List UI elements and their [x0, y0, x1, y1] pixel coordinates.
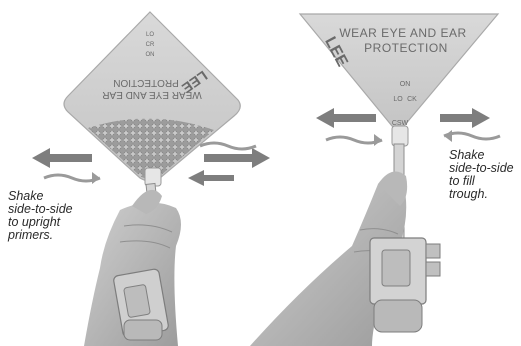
left-caption-line: primers. — [8, 229, 73, 242]
right-tray-label-line2: PROTECTION — [364, 41, 448, 55]
left-tray-small-2: CR — [146, 42, 155, 48]
left-tray-small-3: ON — [146, 52, 155, 58]
right-priming-tool — [370, 238, 440, 332]
right-tray-status-ck: CK — [407, 96, 417, 103]
right-caption-line: trough. — [449, 188, 514, 201]
left-tray-label-line2: PROTECTION — [113, 77, 179, 88]
right-caption: Shake side-to-side to fill trough. — [449, 149, 514, 201]
right-tray-status-on: ON — [400, 81, 411, 88]
left-tray-small-1: LO — [146, 32, 154, 38]
right-tray-status-lo: LO — [393, 96, 403, 103]
left-caption: Shake side-to-side to upright primers. — [8, 190, 73, 242]
right-tray-label-line1: WEAR EYE AND EAR — [339, 26, 466, 40]
